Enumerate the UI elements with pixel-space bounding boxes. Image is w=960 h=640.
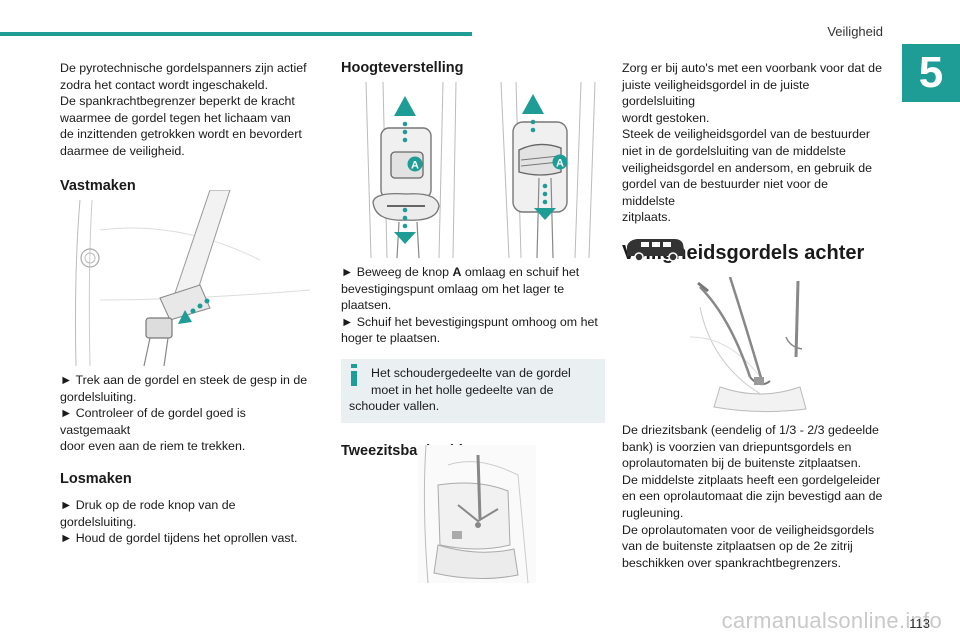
front-bench-illustration (418, 445, 536, 583)
text-line: gordel van de bestuurder niet voor de mi… (622, 177, 828, 208)
info-line: Het schoudergedeelte van de gordel (371, 365, 571, 380)
text-line: bank) is voorzien van driepuntsgordels e… (622, 439, 852, 454)
insert-arrow-icon (178, 298, 210, 324)
info-note: Het schoudergedeelte van de gordel moet … (341, 358, 605, 423)
text-line: beschikken over spankrachtbegrenzers. (622, 555, 842, 570)
knop-a-label: A (452, 265, 462, 279)
info-line: moet in het holle gedeelte van de (371, 382, 554, 397)
text-line: de inzittenden getrokken wordt en bevord… (60, 127, 302, 142)
vastmaken-heading: Vastmaken (60, 177, 136, 194)
label-a-text: A (411, 160, 419, 172)
arrow-down-icon (534, 183, 556, 220)
column-3: Zorg er bij auto's met een voorbank voor… (622, 60, 884, 265)
text-line: zodra het contact wordt ingeschakeld. (60, 77, 269, 92)
column-2: Hoogteverstelling (341, 60, 605, 76)
step-line: ► Houd de gordel tijdens het oprollen va… (60, 531, 298, 546)
text-line: De pyrotechnische gordelspanners zijn ac… (60, 61, 307, 75)
rear-seat-illustration (690, 277, 807, 413)
text-line: De driezitsbank (eendelig of 1/3 - 2/3 g… (622, 423, 879, 437)
text-line: rugleuning. (622, 505, 684, 520)
page-number: 113 (909, 616, 930, 631)
text-line: De oprolautomaten voor de veiligheidsgor… (622, 522, 875, 537)
label-a-text: A (556, 158, 564, 170)
text-line: juiste veiligheidsgordel in de juiste go… (622, 77, 810, 109)
intro-paragraph: Zorg er bij auto's met een voorbank voor… (622, 60, 884, 226)
achter-text: De driezitsbank (eendelig of 1/3 - 2/3 g… (622, 422, 884, 571)
section-title: Veiligheid (827, 24, 883, 39)
column-1: De pyrotechnische gordelspanners zijn ac… (60, 60, 310, 194)
text-line: zitplaats. (622, 210, 671, 225)
watermark: carmanualsonline.info (721, 608, 942, 633)
text-line: daarmee de veiligheid. (60, 143, 185, 158)
text-line: veiligheidsgordel en andersom, en gebrui… (622, 160, 873, 175)
height-adjust-illustration: A A (365, 82, 596, 258)
text-line: en een oprolautomaat die zijn bevestigd … (622, 489, 883, 504)
step-line: door even aan de riem te trekken. (60, 439, 246, 454)
info-icon (351, 363, 357, 386)
van-icon (627, 239, 685, 262)
step-line: bevestigingspunt omlaag om het lager te (341, 281, 565, 296)
step-line: hoger te plaatsen. (341, 331, 441, 346)
step-line: gordelsluiting. (60, 389, 137, 404)
text-line: waarmee de gordel tegen het lichaam van (60, 110, 291, 125)
step-line: ► Controleer of de gordel goed is vastge… (60, 406, 246, 437)
label-a-marker (407, 156, 423, 172)
intro-paragraph: De pyrotechnische gordelspanners zijn ac… (60, 60, 310, 160)
hoogteverstelling-heading: Hoogteverstelling (341, 60, 464, 76)
info-line: schouder vallen. (349, 399, 440, 414)
text-line: De spankrachtbegrenzer beperkt de kracht (60, 94, 295, 109)
vastmaken-steps: ► Trek aan de gordel en steek de gesp in… (60, 372, 310, 547)
text-line: oprolautomaten bij de buitenste zitplaat… (622, 456, 862, 471)
step-line: ► Trek aan de gordel en steek de gesp in… (60, 373, 308, 387)
label-a-marker (552, 154, 568, 170)
arrow-down-icon (394, 207, 416, 244)
text-line: wordt gestoken. (622, 110, 710, 125)
text-line: Steek de veiligheidsgordel van de bestuu… (622, 127, 870, 142)
step-line: ► Druk op de rode knop van de gordelslui… (60, 497, 236, 529)
hoogte-steps: ► Beweeg de knop A omlaag en schuif het … (341, 264, 605, 459)
step-line: ► Beweeg de knop A omlaag en schuif het (341, 265, 580, 279)
arrow-up-icon (522, 94, 544, 133)
text-line: De middelste zitplaats heeft een gordelg… (622, 472, 881, 487)
step-line: plaatsen. (341, 298, 392, 313)
text-line: Zorg er bij auto's met een voorbank voor… (622, 61, 882, 75)
text-line: niet in de gordelsluiting van de middels… (622, 143, 846, 158)
arrow-up-icon (394, 96, 416, 143)
text-line: van de buitenste zitplaatsen op de 2e zi… (622, 539, 853, 554)
step-line: ► Schuif het bevestigingspunt omhoog om … (341, 314, 598, 329)
chapter-number-tab: 5 (902, 44, 960, 102)
buckle-illustration (75, 190, 310, 366)
losmaken-heading: Losmaken (60, 470, 132, 487)
header-accent-bar (0, 32, 472, 36)
